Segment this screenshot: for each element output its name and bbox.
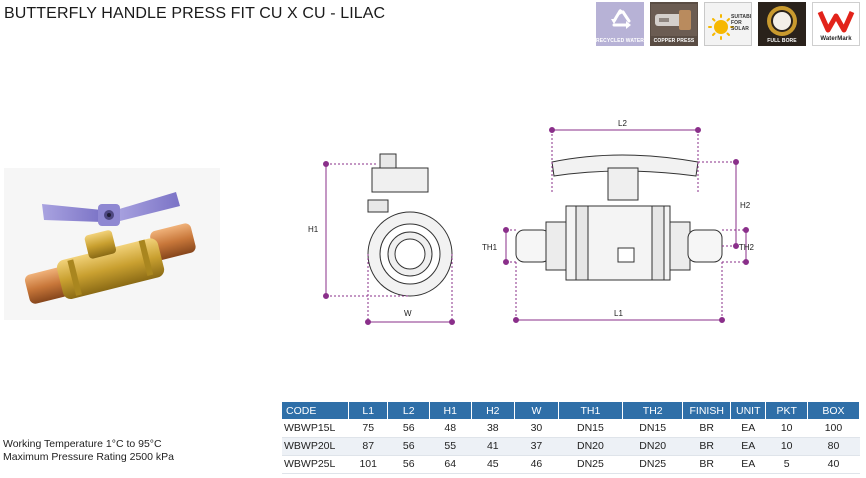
cell-code: WBWP15L [282, 419, 349, 438]
dim-label-w: W [404, 309, 412, 318]
dim-label-h1: H1 [308, 225, 319, 234]
col-code: CODE [282, 402, 349, 419]
col-th1: TH1 [558, 402, 624, 419]
sun-icon [708, 14, 734, 40]
badge-caption: WaterMark [820, 36, 852, 42]
full-bore-badge: FULL BORE [758, 2, 806, 46]
cell-l2: 56 [387, 437, 430, 456]
table-row: WBWP15L 75 56 48 38 30 DN15 DN15 BR EA 1… [282, 419, 860, 438]
badge-caption: RECYCLED WATER [596, 38, 644, 44]
col-finish: FINISH [682, 402, 732, 419]
col-box: BOX [807, 402, 861, 419]
badge-caption: COPPER PRESS [653, 38, 695, 44]
cell-box: 100 [807, 419, 860, 438]
dimension-diagram: H1 W L2 H2 TH1 TH2 L1 [308, 119, 755, 325]
cell-pkt: 5 [765, 455, 808, 474]
dim-label-th1: TH1 [482, 243, 498, 252]
watermark-logo-icon [817, 10, 855, 33]
cell-th1: DN15 [558, 419, 623, 438]
max-pressure: Maximum Pressure Rating 2500 kPa [3, 451, 174, 463]
col-l2: L2 [387, 402, 430, 419]
cell-code: WBWP20L [282, 437, 349, 456]
col-l1: L1 [348, 402, 389, 419]
cell-h2: 41 [471, 437, 515, 456]
col-unit: UNIT [730, 402, 767, 419]
cell-th1: DN25 [558, 455, 623, 474]
cell-finish: BR [682, 455, 731, 474]
cell-finish: BR [682, 437, 731, 456]
specifications: Working Temperature 1°C to 95°C Maximum … [3, 438, 174, 464]
recycle-icon [611, 9, 631, 29]
badge-caption: SUITABLE FOR SOLAR [731, 14, 751, 32]
table-row: WBWP25L 101 56 64 45 46 DN25 DN25 BR EA … [282, 455, 860, 474]
cell-l2: 56 [387, 419, 430, 438]
cell-h2: 38 [471, 419, 515, 438]
cell-l1: 75 [348, 419, 388, 438]
cell-unit: EA [730, 419, 766, 438]
watermark-badge: WaterMark [812, 2, 860, 46]
cell-h1: 55 [429, 437, 471, 456]
copper-press-icon [651, 4, 697, 36]
cell-th2: DN15 [622, 419, 683, 438]
recycled-water-badge: RECYCLED WATER [596, 2, 644, 46]
cell-th1: DN20 [558, 437, 623, 456]
certification-badges: RECYCLED WATER COPPER PRESS SUITABLE FOR… [596, 2, 860, 46]
page-title: BUTTERFLY HANDLE PRESS FIT CU X CU - LIL… [4, 5, 386, 22]
cell-pkt: 10 [765, 437, 808, 456]
product-table: CODE L1 L2 H1 H2 W TH1 TH2 FINISH UNIT P… [282, 402, 861, 474]
table-row: WBWP20L 87 56 55 41 37 DN20 DN20 BR EA 1… [282, 437, 860, 456]
cell-box: 40 [807, 455, 860, 474]
dim-label-th2: TH2 [739, 243, 755, 252]
cell-h2: 45 [471, 455, 515, 474]
cell-h1: 64 [429, 455, 471, 474]
working-temperature: Working Temperature 1°C to 95°C [3, 438, 162, 450]
dim-label-h2: H2 [740, 201, 751, 210]
col-w: W [514, 402, 559, 419]
col-pkt: PKT [765, 402, 808, 419]
col-th2: TH2 [622, 402, 684, 419]
table-header-row: CODE L1 L2 H1 H2 W TH1 TH2 FINISH UNIT P… [282, 402, 861, 419]
solar-badge: SUITABLE FOR SOLAR [704, 2, 752, 46]
product-photo [4, 168, 220, 320]
cell-h1: 48 [429, 419, 471, 438]
cell-l2: 56 [387, 455, 430, 474]
cell-th2: DN25 [622, 455, 683, 474]
col-h2: H2 [471, 402, 516, 419]
col-h1: H1 [429, 402, 472, 419]
cell-w: 30 [514, 419, 559, 438]
cell-unit: EA [730, 437, 766, 456]
cell-pkt: 10 [765, 419, 808, 438]
cell-unit: EA [730, 455, 766, 474]
full-bore-icon [767, 6, 797, 36]
dim-label-l2: L2 [618, 119, 627, 128]
badge-caption: FULL BORE [767, 38, 797, 44]
cell-code: WBWP25L [282, 455, 349, 474]
cell-l1: 87 [348, 437, 388, 456]
dim-label-l1: L1 [614, 309, 623, 318]
cell-w: 37 [514, 437, 559, 456]
cell-box: 80 [807, 437, 860, 456]
cell-finish: BR [682, 419, 731, 438]
cell-w: 46 [514, 455, 559, 474]
copper-press-badge: COPPER PRESS [650, 2, 698, 46]
cell-l1: 101 [348, 455, 388, 474]
cell-th2: DN20 [622, 437, 683, 456]
